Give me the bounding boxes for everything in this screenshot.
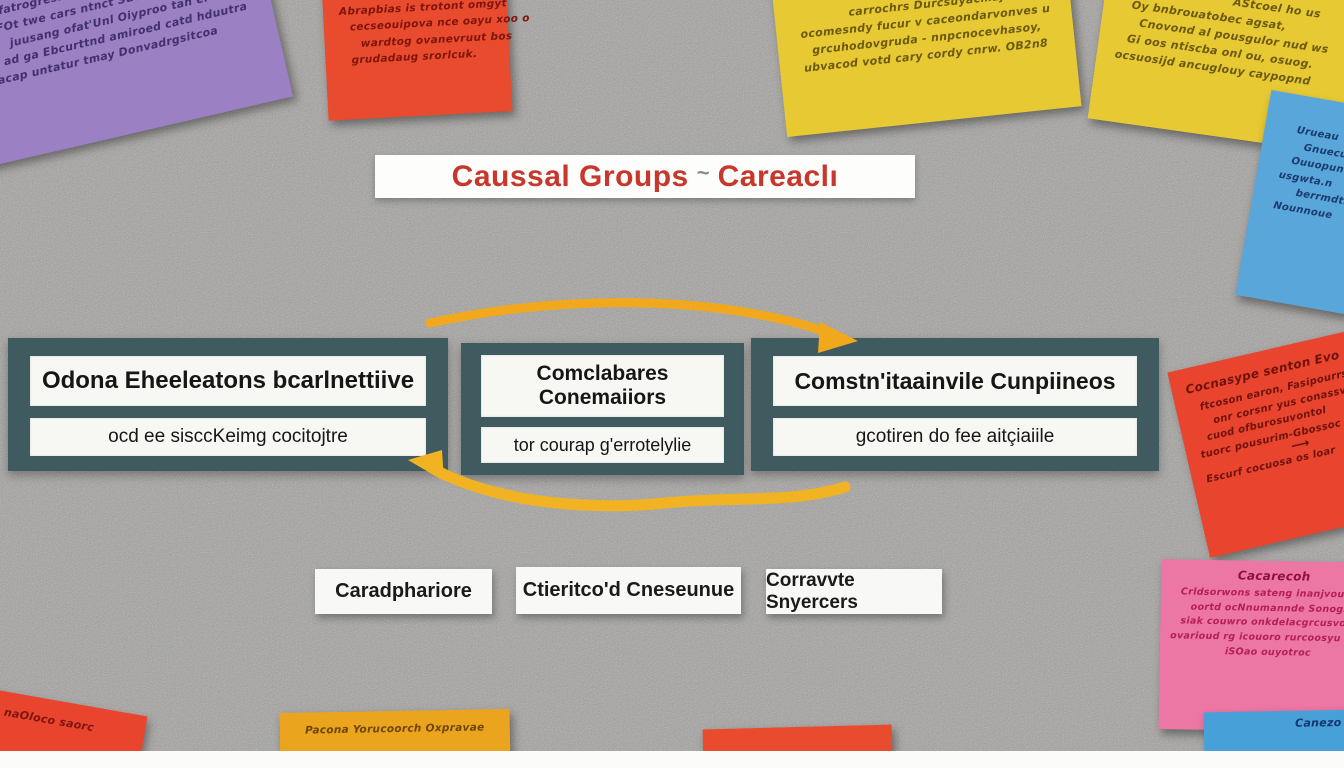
- page-title-part2: Careaclı: [717, 159, 839, 193]
- flow-box-3-subtitle: gcotiren do fee aitçiaiile: [773, 418, 1137, 456]
- sticky-note-purple-top-left: Cafatrogress ocoot tral FOt twe cars ntn…: [0, 0, 294, 171]
- flow-box-2-subtitle-text: tor courap g'errotelylie: [513, 434, 692, 455]
- flow-box-2-title: Comclabares Conemaiiors: [481, 355, 724, 417]
- sticky-note-red-right: Cocnasype senton Evo ftcoson earon, Fasi…: [1167, 324, 1344, 558]
- flow-box-3-title-text: Comstn'itaainvile Cunpiineos: [794, 367, 1116, 394]
- flow-box-3-title: Comstn'itaainvile Cunpiineos: [773, 356, 1137, 406]
- bottom-label-2: Ctieritco'd Cneseunue: [516, 567, 741, 614]
- bottom-label-3-text: Corravvte Snyercers: [766, 569, 858, 613]
- note-text-line: Canezo u: [1294, 715, 1344, 730]
- flow-box-2-title-line1: Comclabares: [536, 361, 669, 385]
- bottom-label-1: Caradphariore: [315, 569, 492, 614]
- sticky-note-red-top: Abrapbias is trotont omgyt cecseouipova …: [321, 0, 530, 121]
- page-title-part1: Caussal Groups: [451, 159, 689, 193]
- bottom-label-2-text: Ctieritco'd Cneseunue: [522, 579, 735, 601]
- flow-box-1-subtitle-text: ocd ee sisccKeimg cocitojtre: [108, 426, 348, 447]
- flow-box-1-title: Odona Eheeleatons bcarlnettiive: [30, 356, 426, 406]
- note-text-line: Pacona Yorucoorch Oxpravae: [304, 721, 485, 737]
- bottom-label-3: Corravvte Snyercers: [766, 569, 942, 614]
- flow-box-3: Comstn'itaainvile Cunpiineos gcotiren do…: [751, 338, 1159, 471]
- bottom-label-1-text: Caradphariore: [335, 580, 472, 602]
- flow-box-2: Comclabares Conemaiiors tor courap g'err…: [461, 343, 744, 475]
- flow-box-1-title-text: Odona Eheeleatons bcarlnettiive: [41, 367, 415, 394]
- sticky-note-pink-bottom-right: Cacarecoh Crldsorwons sateng inanjvou oo…: [1158, 559, 1344, 733]
- flow-box-2-title-line2: Conemaiiors: [538, 386, 667, 409]
- note-text-line: iSOao ouyotroc: [1224, 646, 1311, 659]
- sticky-note-blue-bottom-right: Canezo u: [1203, 709, 1344, 757]
- flow-box-1-subtitle: ocd ee sisccKeimg cocitojtre: [30, 418, 426, 456]
- note-text-line: naOloco saorc: [2, 705, 96, 735]
- flow-box-2-subtitle: tor courap g'errotelylie: [481, 427, 724, 463]
- tilde-separator: ~: [696, 159, 710, 185]
- title-banner: Caussal Groups ~ Careaclı: [375, 155, 915, 198]
- flow-box-3-subtitle-text: gcotiren do fee aitçiaiile: [855, 426, 1055, 447]
- bottom-white-band: [0, 751, 1344, 768]
- sticky-note-yellow-top-center: carrochrs Durcsuyacmaji ocomesndy fucur …: [770, 0, 1082, 138]
- flow-box-1: Odona Eheeleatons bcarlnettiive ocd ee s…: [8, 338, 448, 471]
- note-title: Cacarecoh: [1237, 568, 1311, 584]
